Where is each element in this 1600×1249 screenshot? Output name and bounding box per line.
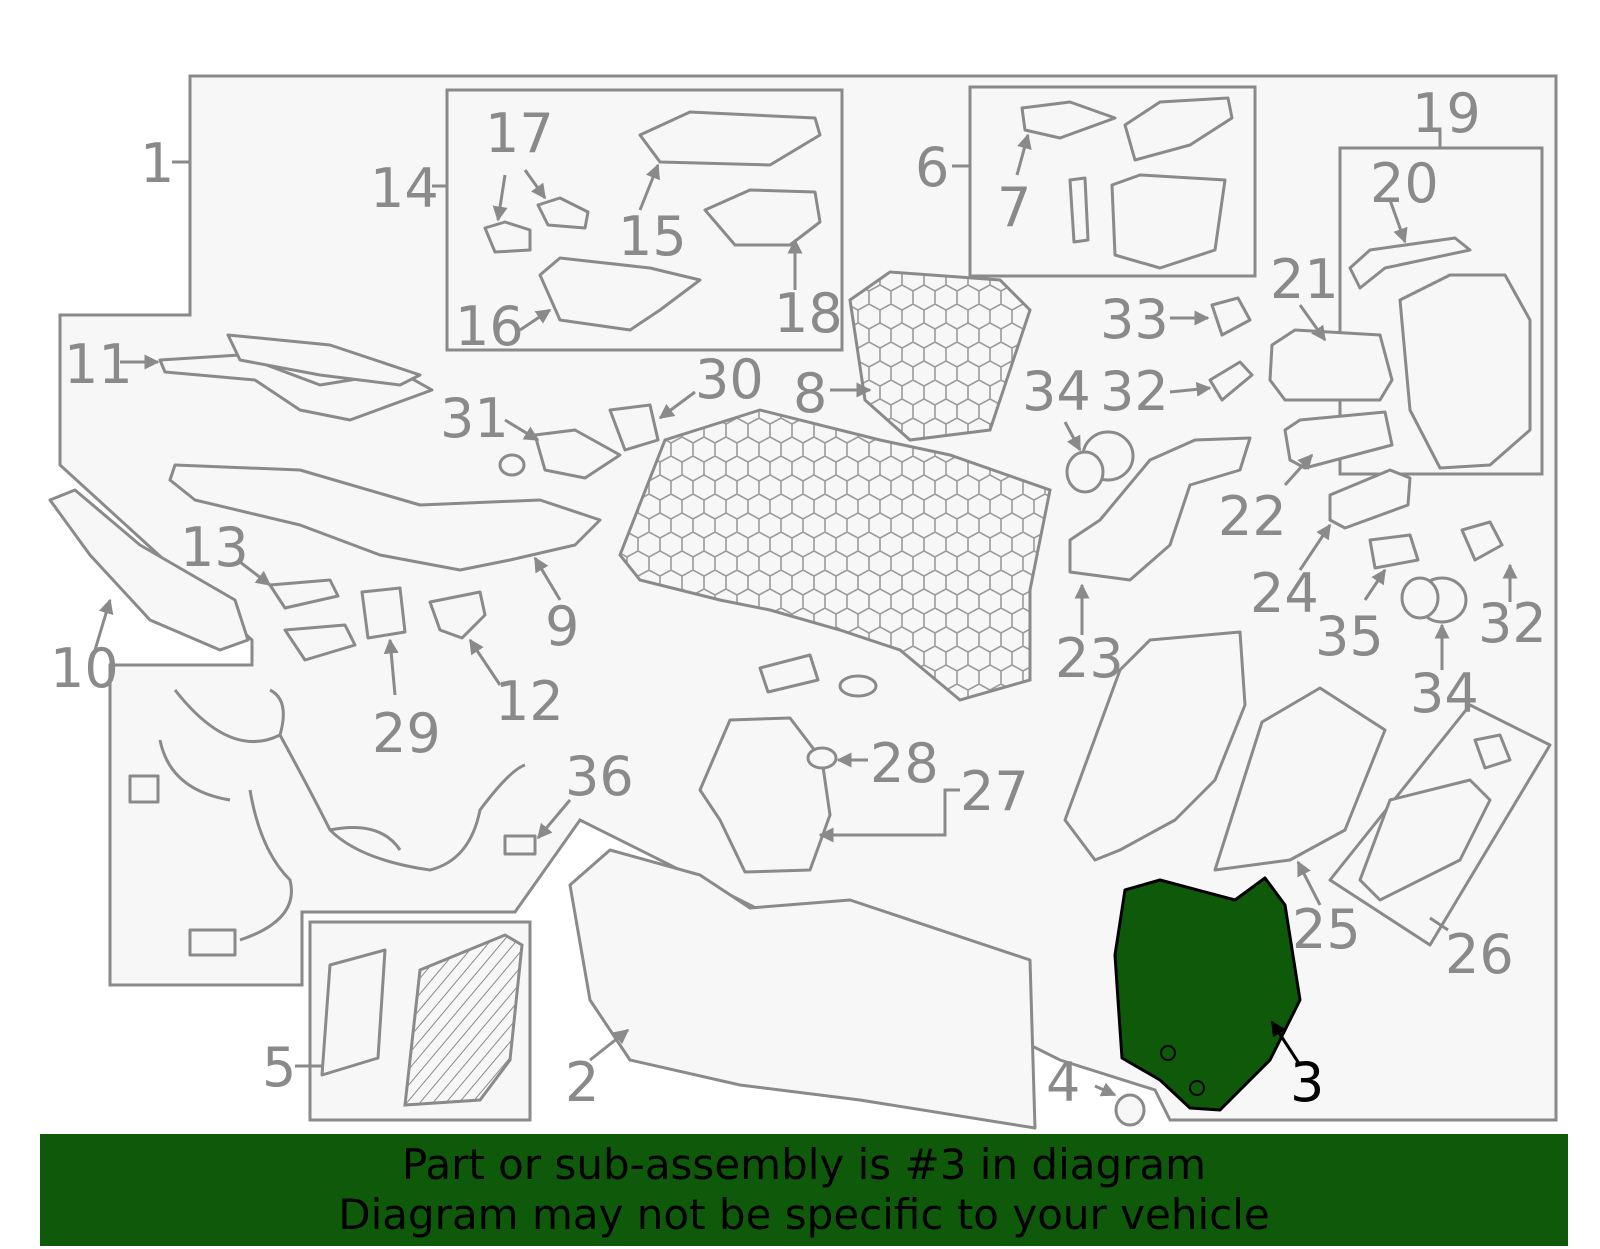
callout-18: 18	[774, 282, 843, 345]
part-10	[48, 488, 250, 652]
part-26-knob	[1473, 733, 1512, 770]
callout-36: 36	[565, 745, 634, 808]
banner-line-2: Diagram may not be specific to your vehi…	[338, 1190, 1270, 1239]
callout-32a: 32	[1100, 360, 1169, 423]
callout-19: 19	[1412, 82, 1481, 145]
callout-25: 25	[1292, 898, 1361, 961]
callout-29: 29	[372, 702, 441, 765]
part-35	[1368, 533, 1420, 570]
callout-15: 15	[618, 205, 687, 268]
callout-17: 17	[485, 102, 554, 165]
part-8	[848, 270, 1032, 442]
part-27	[698, 716, 832, 874]
part-34a-inner	[1065, 450, 1105, 494]
callout-28: 28	[870, 732, 939, 795]
part-19	[1398, 273, 1532, 470]
part-5a	[320, 948, 387, 1077]
callout-33: 33	[1100, 288, 1169, 351]
callout-11: 11	[64, 333, 133, 396]
part-11	[158, 353, 434, 422]
part-27-small	[758, 653, 820, 694]
part-17a	[483, 220, 532, 254]
callout-32b: 32	[1478, 592, 1547, 655]
callout-30: 30	[695, 348, 764, 411]
part-24	[1328, 468, 1412, 530]
callout-12: 12	[495, 670, 564, 733]
part-2	[568, 848, 1037, 1130]
part-23	[1068, 436, 1252, 582]
callout-5: 5	[262, 1036, 296, 1099]
part-31-cap	[498, 453, 526, 477]
part-18	[703, 188, 822, 247]
callout-22: 22	[1218, 485, 1287, 548]
part-6c	[1068, 176, 1090, 244]
callout-10: 10	[50, 637, 119, 700]
part-4	[1114, 1093, 1146, 1127]
part-5b	[403, 933, 524, 1107]
part-32a	[1208, 360, 1254, 402]
part-36-connector-a	[128, 774, 160, 804]
console-frame	[618, 408, 1052, 702]
part-28	[806, 746, 838, 770]
callout-14: 14	[370, 157, 439, 220]
callout-1: 1	[140, 132, 174, 195]
part-32b	[1460, 520, 1504, 562]
banner-line-1: Part or sub-assembly is #3 in diagram	[401, 1140, 1207, 1189]
part-31	[533, 428, 622, 480]
part-12	[428, 590, 487, 640]
callout-23: 23	[1055, 627, 1124, 690]
part-34b-inner	[1400, 576, 1440, 620]
callout-16: 16	[455, 295, 524, 358]
callout-4: 4	[1046, 1051, 1080, 1114]
part-20	[1348, 236, 1472, 290]
callout-27: 27	[960, 760, 1029, 823]
part-16	[538, 256, 702, 332]
callout-3: 3	[1290, 1051, 1324, 1114]
part-7	[1020, 100, 1117, 140]
part-3-hole	[1160, 1045, 1176, 1061]
part-9	[168, 463, 602, 572]
callout-26: 26	[1445, 923, 1514, 986]
part-13	[268, 578, 340, 610]
callout-35: 35	[1315, 605, 1384, 668]
part-30	[608, 403, 660, 452]
callout-24: 24	[1250, 562, 1319, 625]
part-17b	[536, 196, 590, 230]
part-13b	[283, 623, 357, 662]
leader-lines	[93, 133, 1518, 1097]
part-3-hole-b	[1189, 1080, 1205, 1096]
part-6a	[1123, 96, 1234, 162]
part-27-ring	[838, 674, 878, 698]
part-6b	[1110, 173, 1227, 270]
callout-20: 20	[1370, 152, 1439, 215]
info-banner: Part or sub-assembly is #3 in diagram Di…	[40, 1134, 1568, 1246]
callout-6: 6	[915, 136, 949, 199]
part-11-top	[226, 333, 422, 387]
part-36-connector-c	[503, 834, 537, 856]
callout-8: 8	[793, 362, 827, 425]
callout-34a: 34	[1022, 360, 1091, 423]
part-25	[1213, 686, 1387, 872]
part-36-harness	[158, 688, 526, 942]
part-15	[638, 110, 822, 167]
callout-34b: 34	[1410, 662, 1479, 725]
callout-31: 31	[440, 387, 509, 450]
part-side-panel	[1063, 630, 1247, 862]
callout-21: 21	[1270, 248, 1339, 311]
part-26	[1358, 778, 1492, 902]
callout-2: 2	[565, 1051, 599, 1114]
part-29	[360, 586, 407, 640]
part-21	[1268, 328, 1394, 402]
callout-9: 9	[545, 595, 579, 658]
part-36-connector-b	[188, 928, 237, 957]
part-33	[1210, 296, 1252, 337]
callout-7: 7	[997, 176, 1031, 239]
leader-line-3	[1270, 1020, 1302, 1066]
callout-13: 13	[180, 516, 249, 579]
